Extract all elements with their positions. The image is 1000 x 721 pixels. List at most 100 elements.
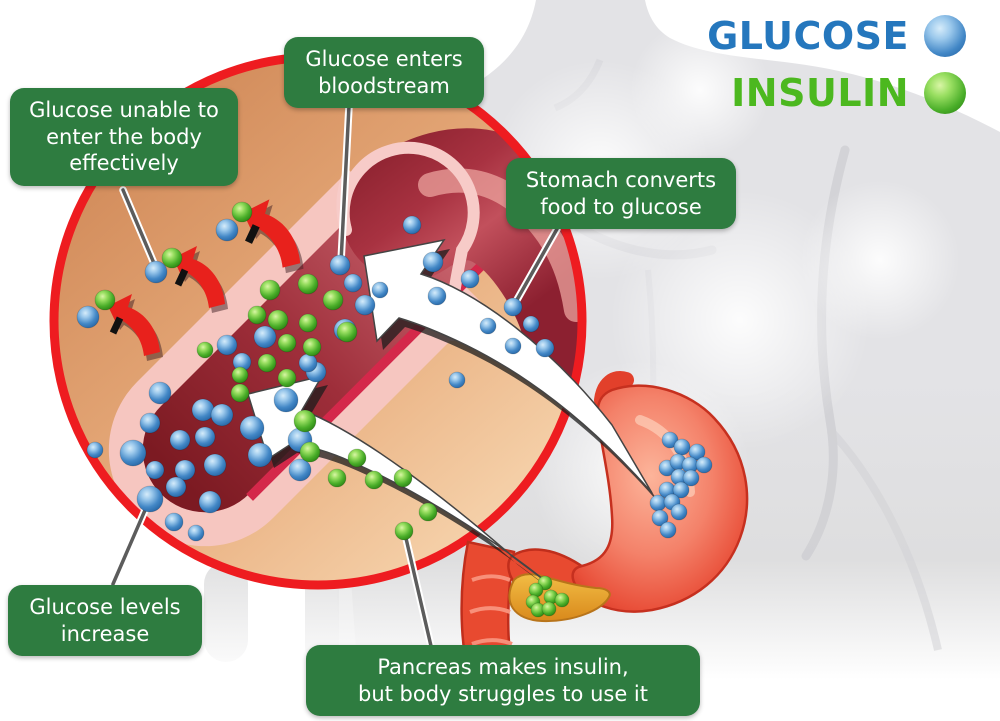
leader-line-unable <box>119 186 160 272</box>
glucose-particle <box>688 443 706 461</box>
blocked-arrow <box>108 294 163 361</box>
block-bar-icon <box>245 224 260 244</box>
glucose-particle <box>273 387 299 413</box>
glucose-particle <box>504 337 522 355</box>
insulin-particle <box>394 521 414 541</box>
insulin-particle <box>336 321 358 343</box>
glucose-particle <box>239 415 265 441</box>
callout-line: Pancreas makes insulin, <box>377 655 629 679</box>
glucose-particle <box>661 431 679 449</box>
glucose-particle <box>203 453 227 477</box>
insulin-particle <box>293 409 317 433</box>
insulin-particle <box>364 470 384 490</box>
insulin-particle <box>299 441 321 463</box>
glucose-particle <box>216 334 238 356</box>
blocked-glucose-arrows <box>108 199 304 361</box>
glucose-particle <box>136 485 164 513</box>
insulin-particle <box>196 341 214 359</box>
glucose-particle <box>164 512 184 532</box>
insulin-particle <box>277 333 297 353</box>
callout-line: Glucose levels <box>29 595 181 619</box>
glucose-particle <box>371 281 389 299</box>
glucose-particle <box>86 441 104 459</box>
glucose-particle <box>402 215 422 235</box>
glucose-particle <box>191 398 215 422</box>
glucose-label: GLUCOSE <box>707 14 909 58</box>
glucose-particle <box>119 439 147 467</box>
insulin-particle <box>418 502 438 522</box>
glucose-particle <box>682 469 700 487</box>
insulin-particle <box>231 366 249 384</box>
insulin-particle <box>247 305 267 325</box>
callout-line: increase <box>60 621 150 646</box>
glucose-particle <box>198 490 222 514</box>
insulin-particle <box>347 448 367 468</box>
leader-line-enters <box>337 102 353 266</box>
glucose-particle <box>427 286 447 306</box>
callout-line: Glucose enters <box>305 47 463 71</box>
glucose-particle <box>649 494 667 512</box>
insulin-particle <box>267 309 289 331</box>
blocked-arrow <box>243 199 304 274</box>
insulin-particle <box>298 313 318 333</box>
callout-glucose-unable: Glucose unable to enter the body effecti… <box>10 88 238 186</box>
insulin-particle <box>393 468 413 488</box>
insulin-particle <box>327 468 347 488</box>
glucose-particle <box>479 317 497 335</box>
insulin-label: INSULIN <box>731 71 909 115</box>
glucose-particle <box>215 218 239 242</box>
insulin-particle <box>231 201 253 223</box>
leader-line-pancreas <box>401 530 435 650</box>
glucose-particle <box>288 458 312 482</box>
insulin-particle <box>322 289 344 311</box>
glucose-particle <box>210 403 234 427</box>
legend-insulin: INSULIN <box>731 71 966 115</box>
block-bar-icon <box>109 316 124 335</box>
glucose-particle <box>148 381 172 405</box>
insulin-particle <box>541 601 557 617</box>
glucose-particle <box>343 273 363 293</box>
glucose-particle <box>422 251 444 273</box>
glucose-particle <box>535 338 555 358</box>
legend-glucose: GLUCOSE <box>707 14 966 58</box>
insulin-particle <box>230 383 250 403</box>
callout-line: food to glucose <box>540 194 702 219</box>
callout-line: but body struggles to use it <box>358 681 648 706</box>
callout-line: Glucose unable to <box>29 98 219 122</box>
legend: GLUCOSE INSULIN <box>707 14 966 115</box>
insulin-particle <box>259 279 281 301</box>
insulin-particle <box>94 289 116 311</box>
insulin-sphere-icon <box>924 72 966 114</box>
callout-line: enter the body <box>46 124 202 149</box>
insulin-particle <box>277 368 297 388</box>
glucose-particle <box>187 524 205 542</box>
particles-layer <box>76 201 713 618</box>
insulin-particle <box>302 337 322 357</box>
glucose-particle <box>651 509 669 527</box>
glucose-particle <box>165 476 187 498</box>
glucose-particle <box>194 426 216 448</box>
glucose-particle <box>139 412 161 434</box>
callout-line: bloodstream <box>318 73 450 98</box>
glucose-particle <box>670 503 688 521</box>
glucose-particle <box>695 456 713 474</box>
glucose-particle <box>673 438 691 456</box>
glucose-particle <box>460 269 480 289</box>
glucose-particle <box>672 481 690 499</box>
insulin-particle <box>554 592 570 608</box>
callout-glucose-enters: Glucose enters bloodstream <box>284 37 484 109</box>
blocked-arrow <box>173 246 228 313</box>
glucose-particle <box>144 260 168 284</box>
glucose-particle <box>145 460 165 480</box>
glucose-particle <box>522 315 540 333</box>
callout-stomach-converts: Stomach converts food to glucose <box>506 158 736 230</box>
glucose-particle <box>76 305 100 329</box>
insulin-particle <box>161 247 183 269</box>
insulin-particle <box>257 353 277 373</box>
leader-line-stomach <box>510 225 561 309</box>
glucose-particle <box>329 254 351 276</box>
glucose-sphere-icon <box>924 15 966 57</box>
callout-glucose-levels: Glucose levels increase <box>8 585 202 657</box>
glucose-particle <box>503 297 523 317</box>
